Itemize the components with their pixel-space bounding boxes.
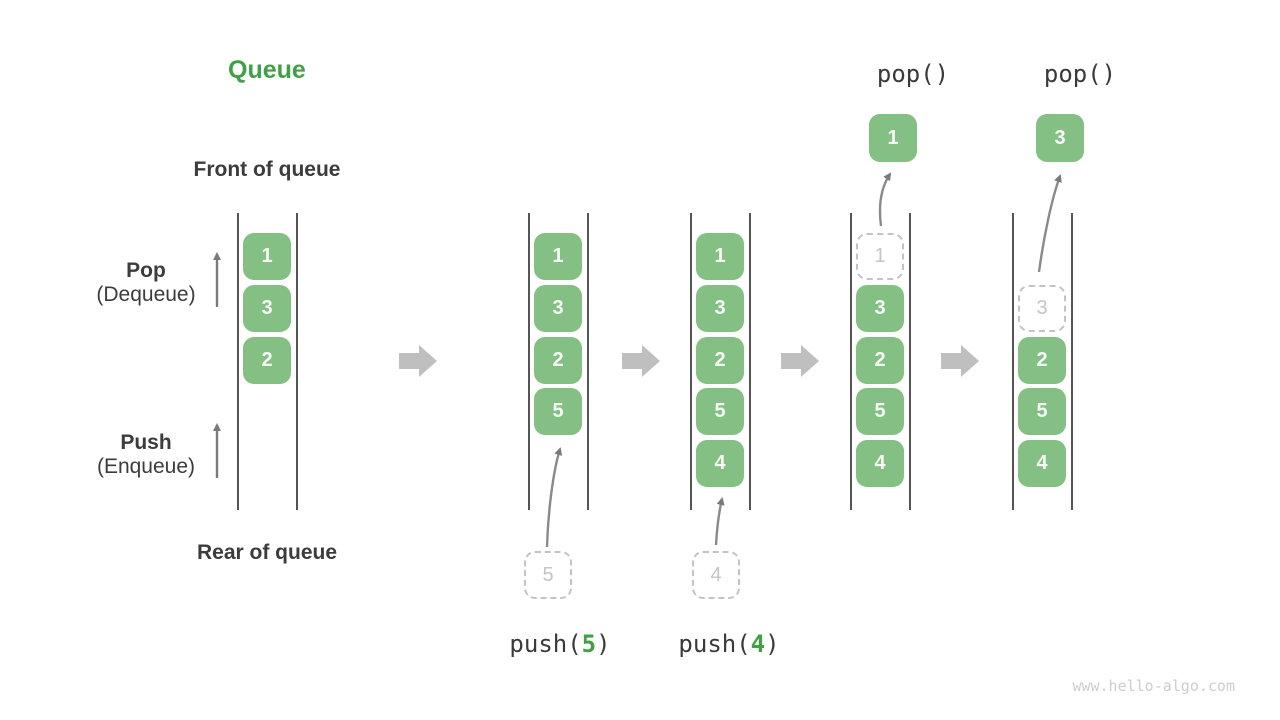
queue-item: 1 — [243, 233, 291, 280]
pop-call-label-2: pop() — [1043, 60, 1117, 88]
next-state-arrow-3 — [781, 345, 819, 377]
dequeue-label: (Dequeue) — [96, 283, 196, 306]
queue-item: 3 — [856, 285, 904, 332]
push-enqueue-label: Push (Enqueue) — [56, 431, 236, 479]
queue-item: 3 — [696, 285, 744, 332]
popped-item-1: 1 — [869, 114, 917, 162]
queue-rail-left — [1012, 213, 1014, 510]
queue-rail-right — [749, 213, 751, 510]
queue-rail-right — [587, 213, 589, 510]
push-call-suffix: ) — [596, 630, 611, 658]
queue-item: 3 — [534, 285, 582, 332]
queue-rail-left — [528, 213, 530, 510]
queue-item: 2 — [696, 337, 744, 384]
queue-item: 4 — [1018, 440, 1066, 487]
incoming-item-5: 5 — [524, 551, 572, 599]
incoming-item-4: 4 — [692, 551, 740, 599]
queue-item: 2 — [243, 337, 291, 384]
queue-rail-left — [690, 213, 692, 510]
push-call-arg: 5 — [581, 630, 597, 658]
queue-item: 3 — [243, 285, 291, 332]
push-label: Push — [120, 431, 172, 454]
push-call-arg: 4 — [750, 630, 766, 658]
queue-item: 1 — [534, 233, 582, 280]
next-state-arrow-4 — [941, 345, 979, 377]
queue-state-5: 3 2 5 4 — [1012, 213, 1073, 510]
queue-item: 2 — [534, 337, 582, 384]
next-state-arrow-2 — [622, 345, 660, 377]
diagram-title: Queue — [228, 56, 306, 84]
front-of-queue-label: Front of queue — [193, 158, 341, 181]
pop-label: Pop — [126, 259, 166, 282]
queue-state-1: 1 3 2 — [237, 213, 298, 510]
queue-item: 5 — [534, 388, 582, 435]
push-call-suffix: ) — [765, 630, 780, 658]
queue-item: 4 — [856, 440, 904, 487]
queue-item-ghost: 3 — [1018, 285, 1066, 332]
queue-rail-left — [237, 213, 239, 510]
push-call-prefix: push( — [678, 630, 751, 658]
queue-rail-right — [1071, 213, 1073, 510]
next-state-arrow-1 — [399, 345, 437, 377]
queue-item: 5 — [856, 388, 904, 435]
push-call-prefix: push( — [509, 630, 582, 658]
queue-item: 5 — [1018, 388, 1066, 435]
queue-rail-right — [909, 213, 911, 510]
popped-item-3: 3 — [1036, 114, 1084, 162]
queue-state-4: 1 3 2 5 4 — [850, 213, 911, 510]
push-call-label-4: push(4) — [639, 630, 819, 658]
queue-rail-right — [296, 213, 298, 510]
queue-state-3: 1 3 2 5 4 — [690, 213, 751, 510]
enqueue-label: (Enqueue) — [96, 455, 196, 478]
queue-item: 2 — [1018, 337, 1066, 384]
queue-item: 2 — [856, 337, 904, 384]
pop-call-label-1: pop() — [876, 60, 950, 88]
queue-item: 5 — [696, 388, 744, 435]
queue-item: 1 — [696, 233, 744, 280]
push-call-label-5: push(5) — [470, 630, 650, 658]
queue-state-2: 1 3 2 5 — [528, 213, 589, 510]
watermark: www.hello-algo.com — [1072, 677, 1235, 695]
pop-dequeue-label: Pop (Dequeue) — [56, 259, 236, 307]
queue-item-ghost: 1 — [856, 233, 904, 280]
queue-rail-left — [850, 213, 852, 510]
rear-of-queue-label: Rear of queue — [196, 541, 338, 564]
queue-item: 4 — [696, 440, 744, 487]
